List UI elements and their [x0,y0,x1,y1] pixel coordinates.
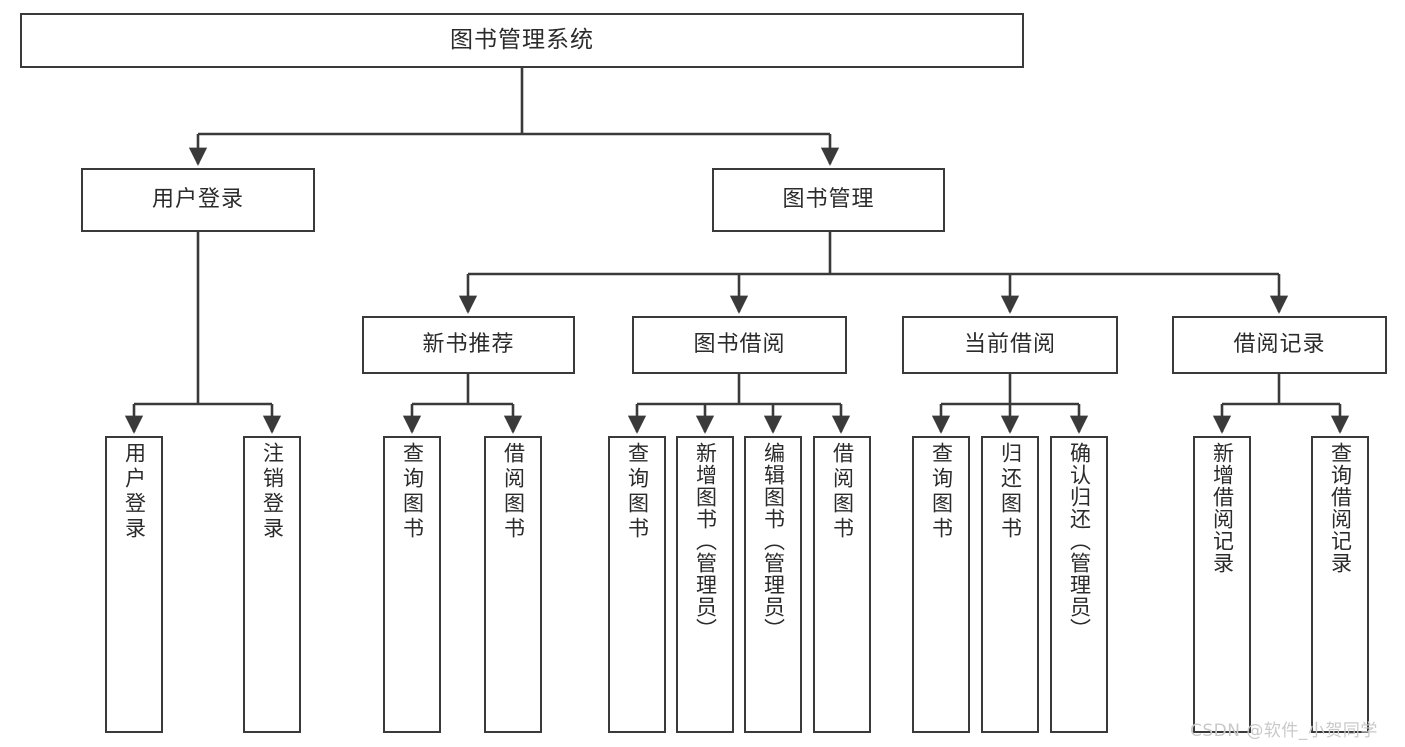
node-label: 编辑图书（管理员） [761,442,786,640]
leaf-borrow-book-recommend[interactable]: 借阅图书 [484,436,542,733]
node-label: 当前借阅 [963,332,1056,358]
leaf-edit-book-admin[interactable]: 编辑图书（管理员） [744,436,802,733]
node-label: 查询图书 [929,442,954,542]
node-new-book-recommend[interactable]: 新书推荐 [362,316,575,374]
csdn-watermark: CSDN @软件_小贺同学 [1190,721,1378,741]
node-label: 图书管理系统 [450,27,594,54]
node-label: 注销登录 [260,442,285,542]
node-label: 图书借阅 [693,332,786,358]
leaf-query-book-recommend[interactable]: 查询图书 [383,436,441,733]
leaf-confirm-return-admin[interactable]: 确认归还（管理员） [1050,436,1108,733]
leaf-query-book-borrow[interactable]: 查询图书 [608,436,666,733]
leaf-add-book-admin[interactable]: 新增图书（管理员） [676,436,734,733]
node-label: 查询图书 [400,442,425,542]
leaf-add-borrow-record[interactable]: 新增借阅记录 [1193,436,1251,733]
node-label: 新书推荐 [422,332,515,358]
leaf-user-login[interactable]: 用户登录 [105,436,163,733]
node-label: 借阅图书 [830,442,855,542]
node-label: 用户登录 [151,187,244,213]
leaf-logout[interactable]: 注销登录 [243,436,301,733]
node-root-system[interactable]: 图书管理系统 [20,13,1024,68]
leaf-borrow-book[interactable]: 借阅图书 [813,436,871,733]
node-label: 确认归还（管理员） [1067,442,1092,640]
node-book-borrow[interactable]: 图书借阅 [632,316,847,374]
node-label: 用户登录 [122,442,147,542]
node-label: 图书管理 [782,187,875,213]
leaf-return-book[interactable]: 归还图书 [981,436,1039,733]
node-borrow-record[interactable]: 借阅记录 [1172,316,1387,374]
node-label: 新增图书（管理员） [693,442,718,640]
node-label: 新增借阅记录 [1210,442,1235,574]
leaf-query-borrow-record[interactable]: 查询借阅记录 [1311,436,1369,733]
node-label: 查询图书 [625,442,650,542]
node-label: 借阅记录 [1233,332,1326,358]
node-label: 归还图书 [998,442,1023,542]
node-label: 借阅图书 [501,442,526,542]
node-user-login[interactable]: 用户登录 [81,168,315,232]
node-label: 查询借阅记录 [1328,442,1353,574]
node-current-borrow[interactable]: 当前借阅 [902,316,1118,374]
leaf-query-book-current[interactable]: 查询图书 [912,436,970,733]
node-book-management[interactable]: 图书管理 [712,168,945,232]
